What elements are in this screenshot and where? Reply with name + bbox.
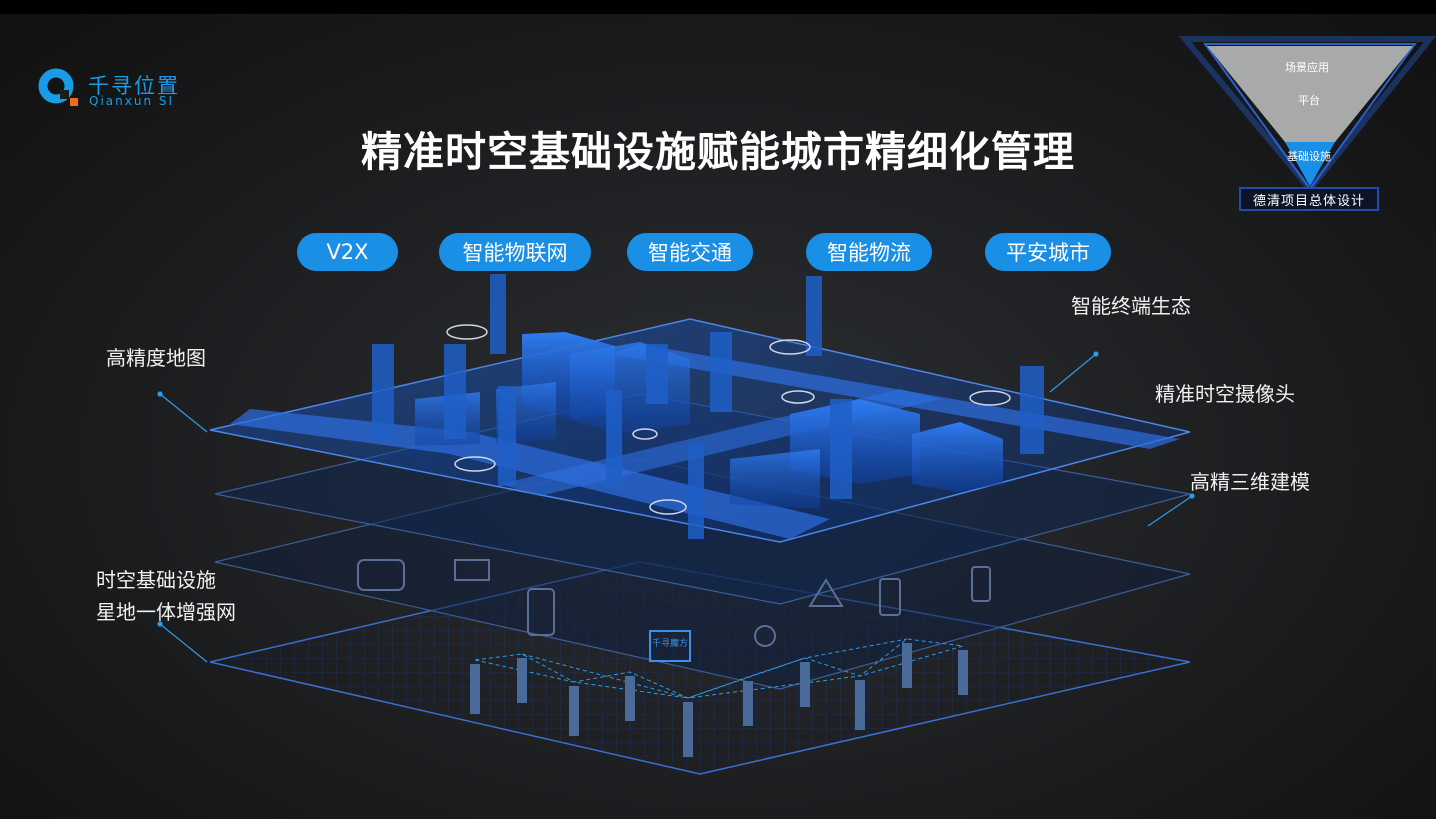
pyramid-caption: 德清项目总体设计 bbox=[1239, 187, 1379, 211]
pyramid-layer-infra: 基础设施 bbox=[1287, 150, 1331, 163]
slide: 千寻位置 Qianxun SI 精准时空基础设施赋能城市精细化管理 bbox=[0, 14, 1436, 819]
pyramid-layer-platform: 平台 bbox=[1298, 94, 1320, 107]
label-infra-1: 时空基础设施 bbox=[96, 568, 216, 592]
pill-v2x: V2X bbox=[297, 233, 398, 271]
pill-logistics: 智能物流 bbox=[806, 233, 932, 271]
label-hd-map: 高精度地图 bbox=[106, 346, 206, 370]
pill-safe-city: 平安城市 bbox=[985, 233, 1111, 271]
logo-text-en: Qianxun SI bbox=[89, 94, 175, 108]
logo-text-cn: 千寻位置 bbox=[88, 74, 180, 98]
city-layers-illustration bbox=[157, 36, 1436, 775]
label-model: 高精三维建模 bbox=[1190, 470, 1310, 494]
sign-text: 千寻魔方 bbox=[651, 639, 688, 649]
logo-icon bbox=[38, 68, 78, 106]
pyramid-layer-apps: 场景应用 bbox=[1285, 61, 1329, 74]
pill-traffic: 智能交通 bbox=[627, 233, 753, 271]
page-title: 精准时空基础设施赋能城市精细化管理 bbox=[361, 128, 1075, 176]
pyramid-diagram bbox=[1178, 36, 1436, 194]
pill-iot: 智能物联网 bbox=[439, 233, 591, 271]
label-terminal: 智能终端生态 bbox=[1071, 294, 1191, 318]
label-infra-2: 星地一体增强网 bbox=[96, 600, 236, 624]
label-camera: 精准时空摄像头 bbox=[1155, 382, 1295, 406]
